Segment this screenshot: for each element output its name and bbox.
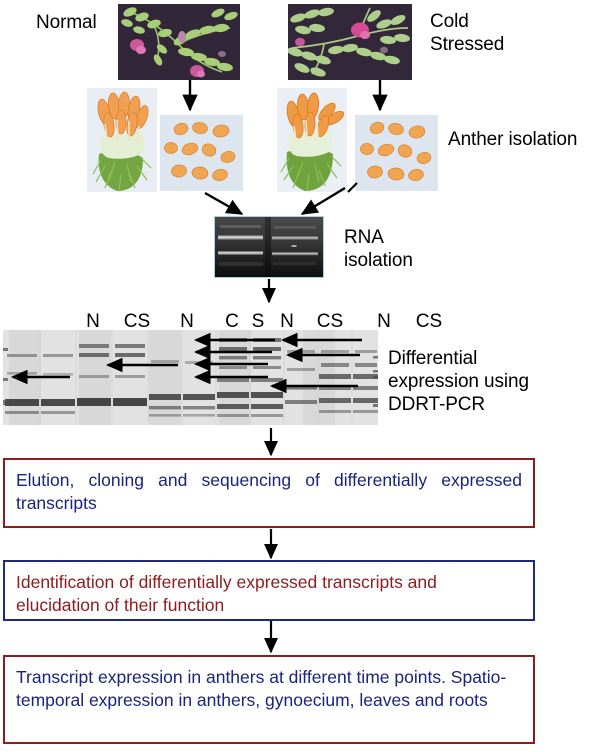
plant-cold-art bbox=[288, 4, 412, 80]
anthers-normal-art bbox=[160, 115, 243, 191]
box-transcript: Transcript expression in anthers at diff… bbox=[3, 655, 535, 744]
lane-header-3: N bbox=[180, 311, 194, 332]
label-cold-stressed: Cold Stressed bbox=[430, 11, 505, 55]
photo-ddrt-gel bbox=[3, 330, 378, 425]
label-anther-isolation: Anther isolation bbox=[448, 129, 578, 150]
photo-plant-cold bbox=[288, 4, 412, 80]
box-identification-text: Identification of differentially express… bbox=[16, 572, 437, 615]
box-transcript-text: Transcript expression in anthers at diff… bbox=[16, 667, 507, 710]
label-rna-isolation: RNA isolation bbox=[344, 227, 413, 271]
photo-anthers-normal bbox=[160, 115, 243, 191]
photo-anthers-cold bbox=[355, 115, 438, 191]
photo-flower-cold bbox=[277, 88, 347, 192]
lane-header-2: CS bbox=[123, 311, 151, 332]
box-identification: Identification of differentially express… bbox=[3, 560, 535, 621]
photo-plant-normal bbox=[118, 4, 240, 80]
photo-rna-gel bbox=[214, 216, 324, 278]
lane-header-8: N bbox=[377, 311, 391, 332]
plant-normal-art bbox=[118, 4, 240, 80]
lane-header-5: S bbox=[251, 311, 265, 332]
lane-header-1: N bbox=[86, 311, 100, 332]
flower-cold-art bbox=[277, 88, 347, 192]
lane-header-4: C bbox=[225, 311, 239, 332]
lane-header-7: CS bbox=[316, 311, 344, 332]
label-normal: Normal bbox=[36, 12, 97, 33]
anthers-cold-art bbox=[355, 115, 438, 191]
rna-gel-art bbox=[214, 216, 324, 278]
lane-header-6: N bbox=[280, 311, 294, 332]
flower-normal-art bbox=[87, 88, 157, 192]
box-elution: Elution, cloning and sequencing of diffe… bbox=[3, 458, 535, 528]
label-ddrt-pcr: Differential expression using DDRT-PCR bbox=[388, 348, 529, 415]
ddrt-gel-art bbox=[3, 330, 378, 425]
arrow-anther-normal-to-rna bbox=[204, 191, 244, 216]
box-elution-text: Elution, cloning and sequencing of diffe… bbox=[16, 470, 522, 513]
lane-header-9: CS bbox=[415, 311, 443, 332]
photo-flower-normal bbox=[87, 88, 157, 192]
